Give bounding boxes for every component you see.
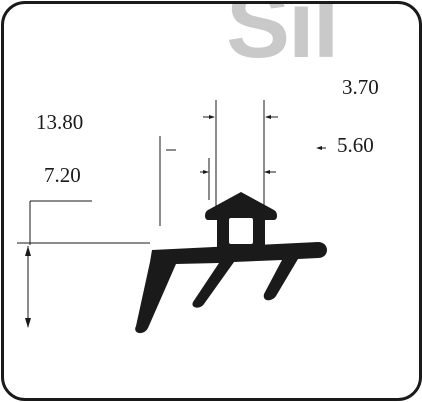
dimension-label-7-20: 7.20: [44, 163, 81, 187]
dimension-label-5-60: 5.60: [337, 133, 374, 157]
seal-profile-shape: [135, 242, 327, 334]
height-arrow-top: [25, 246, 31, 256]
dimension-label-3-70: 3.70: [342, 75, 379, 99]
height-arrow-bottom: [25, 318, 31, 328]
watermark-text: Sil: [226, 1, 339, 78]
dim-5-60-arrowhead-left: [203, 170, 209, 174]
dimension-label-13-80: 13.80: [36, 110, 84, 134]
dim-5-60-arrowhead-right: [264, 170, 270, 174]
dim-3-70-arrowhead-right: [265, 115, 271, 119]
tube-hole: [229, 218, 253, 244]
dim-5-60-label-arrowhead: [316, 146, 322, 150]
dim-3-70-arrowhead-left: [209, 115, 215, 119]
